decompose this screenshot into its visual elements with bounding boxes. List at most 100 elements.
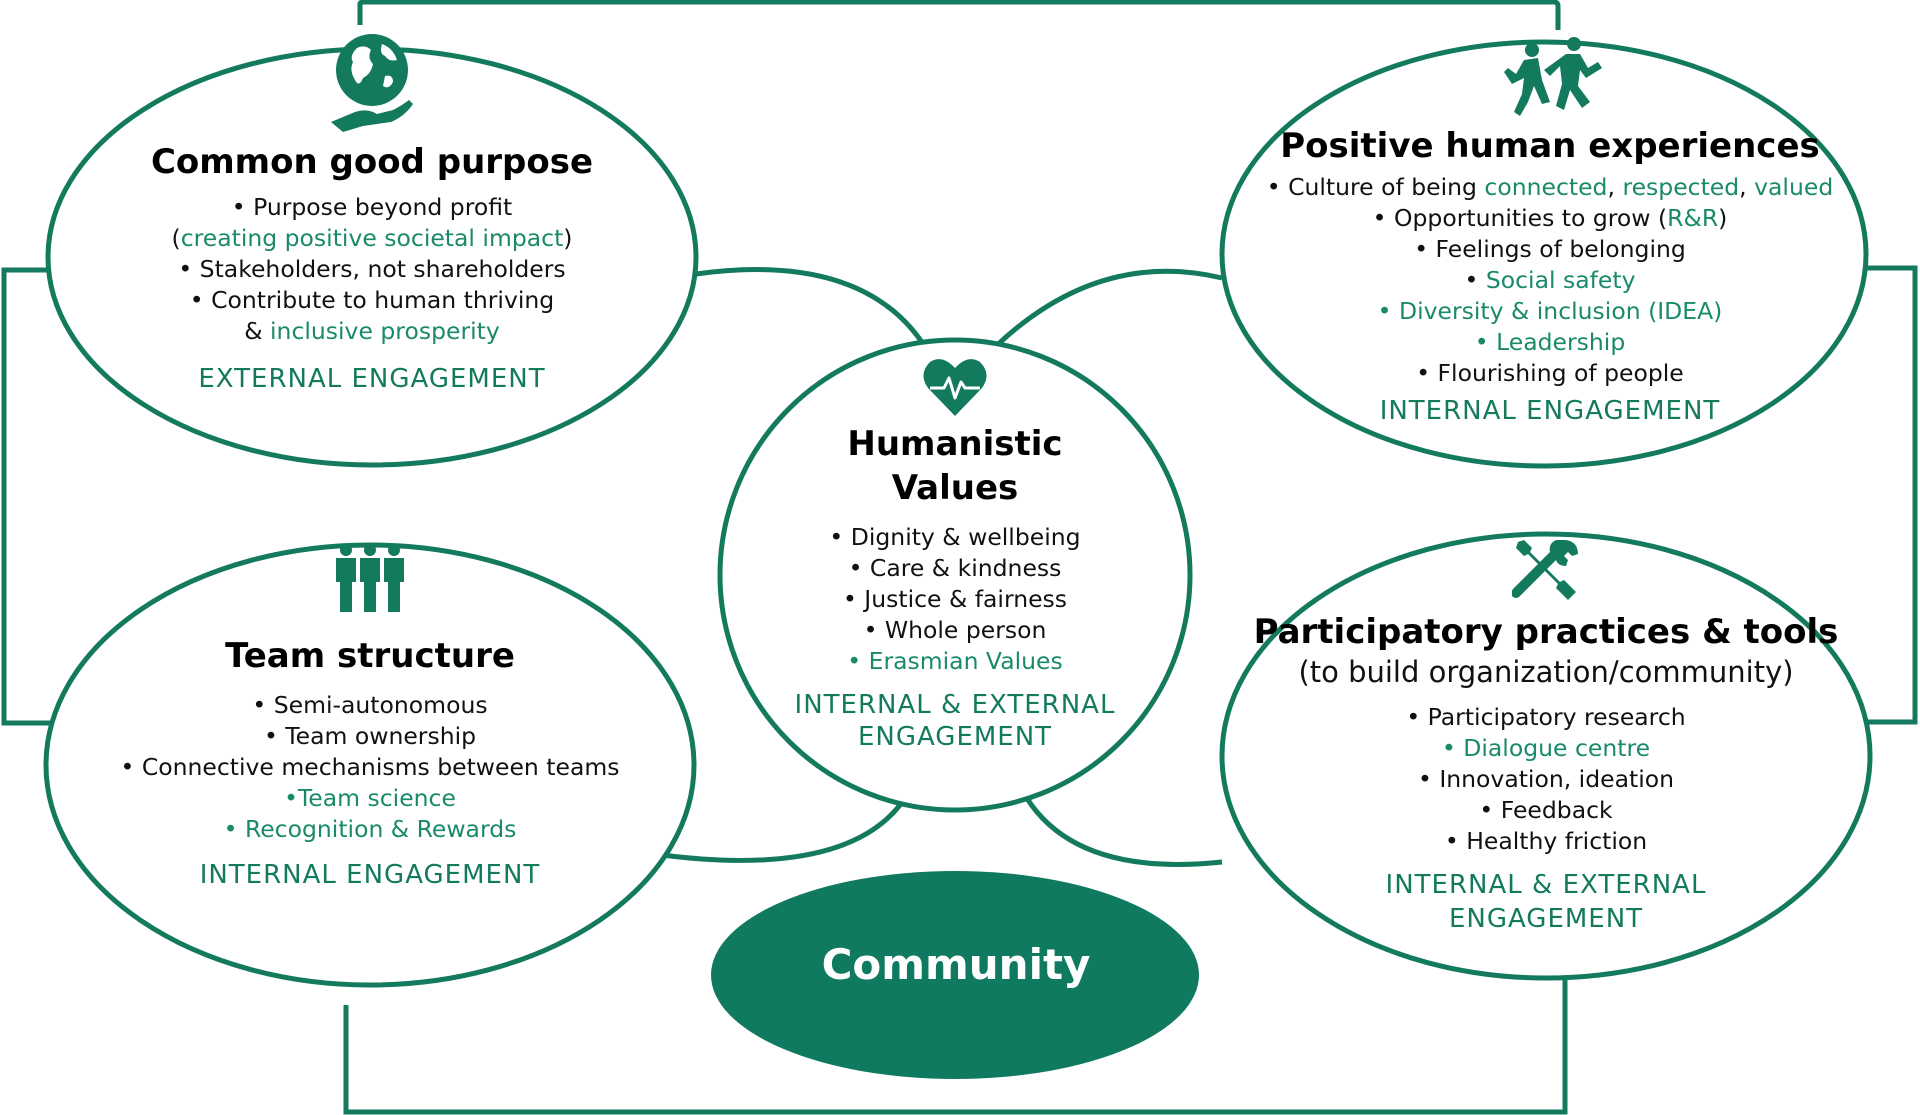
item-text: • Whole person bbox=[863, 616, 1047, 644]
item-text: • bbox=[1464, 266, 1486, 294]
highlighted-text: • Erasmian Values bbox=[847, 647, 1063, 675]
hand-globe-icon bbox=[331, 34, 413, 132]
list-item: • Whole person bbox=[760, 615, 1150, 646]
highlighted-text: • Recognition & Rewards bbox=[223, 815, 517, 843]
list-item: • Dialogue centre bbox=[1236, 733, 1856, 764]
item-text: , bbox=[1739, 173, 1755, 201]
team-structure-title: Team structure bbox=[225, 636, 515, 676]
positive-experiences-items: • Culture of being connected, respected,… bbox=[1238, 172, 1862, 389]
community-label: Community bbox=[821, 940, 1091, 989]
participatory-subtitle: (to build organization/community) bbox=[1298, 655, 1794, 689]
item-text: • Stakeholders, not shareholders bbox=[178, 255, 566, 283]
list-item: • Care & kindness bbox=[760, 553, 1150, 584]
humanistic-values-title-line2: Values bbox=[891, 468, 1019, 508]
participatory-footer-line1: INTERNAL & EXTERNAL bbox=[1385, 870, 1707, 900]
frame-top bbox=[357, 0, 1561, 30]
list-item: • Innovation, ideation bbox=[1236, 764, 1856, 795]
list-item: • Purpose beyond profit bbox=[120, 192, 624, 223]
community-ellipse bbox=[711, 871, 1199, 1079]
team-structure-footer: INTERNAL ENGAGEMENT bbox=[199, 860, 541, 890]
circle-humanistic-values bbox=[717, 337, 1193, 813]
team-people-icon bbox=[336, 544, 404, 612]
list-item: • Connective mechanisms between teams bbox=[90, 752, 650, 783]
item-text: • Contribute to human thriving bbox=[189, 286, 555, 314]
connector-lower-right bbox=[1019, 788, 1223, 867]
list-item: • Culture of being connected, respected,… bbox=[1238, 172, 1862, 203]
connector-lower-left bbox=[661, 788, 913, 863]
people-dancing-icon bbox=[1504, 37, 1602, 116]
highlighted-text: • Dialogue centre bbox=[1441, 734, 1651, 762]
highlighted-text: inclusive prosperity bbox=[270, 317, 500, 345]
item-text: • Healthy friction bbox=[1444, 827, 1648, 855]
list-item: • Erasmian Values bbox=[760, 646, 1150, 677]
item-text: • Feelings of belonging bbox=[1414, 235, 1686, 263]
item-text: ) bbox=[1718, 204, 1728, 232]
wrench-screwdriver-icon bbox=[1512, 540, 1578, 600]
list-item: • Feedback bbox=[1236, 795, 1856, 826]
item-text: • Participatory research bbox=[1406, 703, 1686, 731]
highlighted-text: •Team science bbox=[284, 784, 456, 812]
connector-upper-left bbox=[695, 267, 933, 357]
highlighted-text: respected bbox=[1622, 173, 1740, 201]
highlighted-text: Social safety bbox=[1485, 266, 1636, 294]
item-text: • Innovation, ideation bbox=[1417, 765, 1674, 793]
frame-left bbox=[1, 267, 70, 726]
highlighted-text: valued bbox=[1754, 173, 1834, 201]
ellipse-positive-experiences bbox=[1219, 39, 1869, 469]
participatory-items: • Participatory research • Dialogue centr… bbox=[1236, 702, 1856, 857]
common-good-title: Common good purpose bbox=[150, 142, 594, 182]
list-item: • Justice & fairness bbox=[760, 584, 1150, 615]
list-item: • Flourishing of people bbox=[1238, 358, 1862, 389]
positive-experiences-footer: INTERNAL ENGAGEMENT bbox=[1379, 396, 1721, 426]
heart-pulse-icon bbox=[923, 359, 987, 416]
list-item: • Recognition & Rewards bbox=[90, 814, 650, 845]
common-good-items: • Purpose beyond profit(creating positiv… bbox=[120, 192, 624, 347]
positive-experiences-title: Positive human experiences bbox=[1280, 126, 1820, 166]
humanistic-values-section: Humanistic Values • Dignity & wellbeing•… bbox=[760, 356, 1150, 753]
highlighted-text: • Leadership bbox=[1474, 328, 1626, 356]
list-item: • Healthy friction bbox=[1236, 826, 1856, 857]
humanistic-values-footer-line1: INTERNAL & EXTERNAL bbox=[794, 690, 1116, 720]
list-item: • Contribute to human thriving bbox=[120, 285, 624, 316]
participatory-section: Participatory practices & tools (to buil… bbox=[1236, 538, 1856, 935]
positive-experiences-section: Positive human experiences • Culture of … bbox=[1238, 36, 1862, 427]
list-item: • Participatory research bbox=[1236, 702, 1856, 733]
item-text: • Team ownership bbox=[263, 722, 477, 750]
item-text: ( bbox=[171, 224, 181, 252]
ellipse-participatory bbox=[1219, 531, 1873, 981]
item-text: , bbox=[1607, 173, 1623, 201]
item-text: • Dignity & wellbeing bbox=[829, 523, 1081, 551]
item-text: • Connective mechanisms between teams bbox=[120, 753, 620, 781]
list-item: • Leadership bbox=[1238, 327, 1862, 358]
common-good-footer: EXTERNAL ENGAGEMENT bbox=[198, 364, 546, 394]
item-text: • Opportunities to grow ( bbox=[1372, 204, 1668, 232]
list-item: • Team ownership bbox=[90, 721, 650, 752]
item-text: • Care & kindness bbox=[848, 554, 1062, 582]
highlighted-text: R&R bbox=[1667, 204, 1719, 232]
highlighted-text: creating positive societal impact bbox=[180, 224, 564, 252]
list-item: (creating positive societal impact) bbox=[120, 223, 624, 254]
item-text: • Semi-autonomous bbox=[252, 691, 488, 719]
team-structure-items: • Semi-autonomous • Team ownership • Conne… bbox=[90, 690, 650, 845]
highlighted-text: connected bbox=[1484, 173, 1608, 201]
list-item: • Stakeholders, not shareholders bbox=[120, 254, 624, 285]
list-item: • Opportunities to grow (R&R) bbox=[1238, 203, 1862, 234]
list-item: • Social safety bbox=[1238, 265, 1862, 296]
frame-right bbox=[1865, 265, 1918, 725]
participatory-footer-line2: ENGAGEMENT bbox=[1448, 904, 1644, 934]
item-text: • Feedback bbox=[1479, 796, 1613, 824]
humanistic-values-title-line1: Humanistic bbox=[847, 424, 1063, 464]
team-structure-section: Team structure • Semi-autonomous • Team o… bbox=[90, 542, 650, 891]
highlighted-text: • Diversity & inclusion (IDEA) bbox=[1377, 297, 1723, 325]
item-text: • Justice & fairness bbox=[842, 585, 1068, 613]
list-item: • Feelings of belonging bbox=[1238, 234, 1862, 265]
list-item: & inclusive prosperity bbox=[120, 316, 624, 347]
list-item: •Team science bbox=[90, 783, 650, 814]
frame-bottom bbox=[343, 975, 1568, 1115]
participatory-title: Participatory practices & tools bbox=[1253, 612, 1839, 652]
item-text: ) bbox=[563, 224, 573, 252]
humanistic-values-items: • Dignity & wellbeing • Care & kindness • … bbox=[760, 522, 1150, 677]
humanistic-values-footer-line2: ENGAGEMENT bbox=[857, 722, 1053, 752]
item-text: • Culture of being bbox=[1266, 173, 1485, 201]
